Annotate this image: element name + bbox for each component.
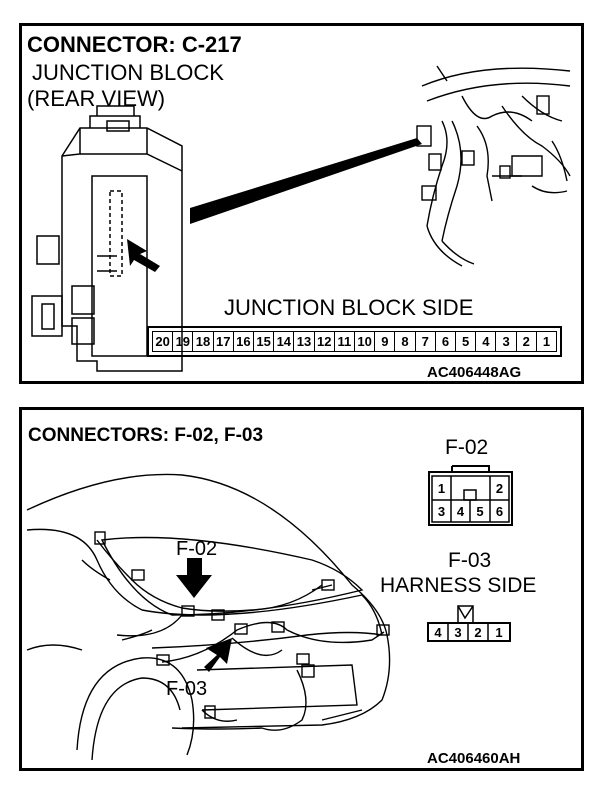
c217-pin: 11 xyxy=(335,332,356,351)
c217-pin: 15 xyxy=(254,332,275,351)
c217-pin: 18 xyxy=(193,332,214,351)
panel-c217: CONNECTOR: C-217 JUNCTION BLOCK (REAR VI… xyxy=(19,23,584,384)
f02-callout: F-02 xyxy=(176,538,218,560)
c217-pin: 10 xyxy=(355,332,376,351)
f02-pin: 3 xyxy=(437,504,446,519)
c217-pin: 17 xyxy=(214,332,234,351)
vehicle-rear-illustration xyxy=(26,473,391,761)
f02-pin: 1 xyxy=(437,481,446,496)
c217-pin: 4 xyxy=(476,332,497,351)
f02-arrow xyxy=(176,558,212,598)
f02-pin: 4 xyxy=(456,504,465,519)
f03-arrow xyxy=(204,638,232,672)
f02-pin: 5 xyxy=(476,504,484,519)
leader-wedge xyxy=(190,138,422,224)
c217-pin: 16 xyxy=(234,332,255,351)
panel-f02-f03: CONNECTORS: F-02, F-03 xyxy=(19,407,584,771)
c217-pin: 19 xyxy=(173,332,194,351)
figure-code: AC406448AG xyxy=(427,364,522,381)
c217-pin: 20 xyxy=(153,332,174,351)
pointer-arrow xyxy=(127,239,160,272)
c217-pin: 14 xyxy=(274,332,295,351)
f02-pin: 2 xyxy=(495,481,504,496)
f02-label: F-02 xyxy=(445,436,489,459)
c217-pin: 2 xyxy=(517,332,537,351)
c217-pin: 3 xyxy=(496,332,517,351)
f03-pin: 1 xyxy=(495,625,503,640)
c217-pin: 8 xyxy=(395,332,416,351)
f03-label: F-03 xyxy=(448,549,492,572)
c217-pin: 9 xyxy=(375,332,396,351)
junction-block-illustration xyxy=(31,65,571,372)
f03-pin: 2 xyxy=(474,625,482,640)
f03-pin: 4 xyxy=(434,625,442,640)
rear-view-label: (REAR VIEW) xyxy=(27,86,166,111)
c217-pin: 5 xyxy=(456,332,477,351)
panel-title: CONNECTORS: F-02, F-03 xyxy=(28,425,264,446)
harness-side-label: HARNESS SIDE xyxy=(380,574,537,597)
f03-pin: 3 xyxy=(454,625,462,640)
c217-pin: 13 xyxy=(294,332,315,351)
f02-pin: 6 xyxy=(495,504,504,519)
c217-pin: 1 xyxy=(542,334,551,349)
junction-block-label: JUNCTION BLOCK xyxy=(32,60,224,85)
c217-pin: 7 xyxy=(416,332,436,351)
f03-callout: F-03 xyxy=(166,678,208,700)
panel-title: CONNECTOR: C-217 xyxy=(27,32,242,57)
junction-block-side-label: JUNCTION BLOCK SIDE xyxy=(224,295,474,320)
c217-pin: 6 xyxy=(436,332,457,351)
c217-pin: 12 xyxy=(315,332,335,351)
figure-code: AC406460AH xyxy=(427,750,521,767)
